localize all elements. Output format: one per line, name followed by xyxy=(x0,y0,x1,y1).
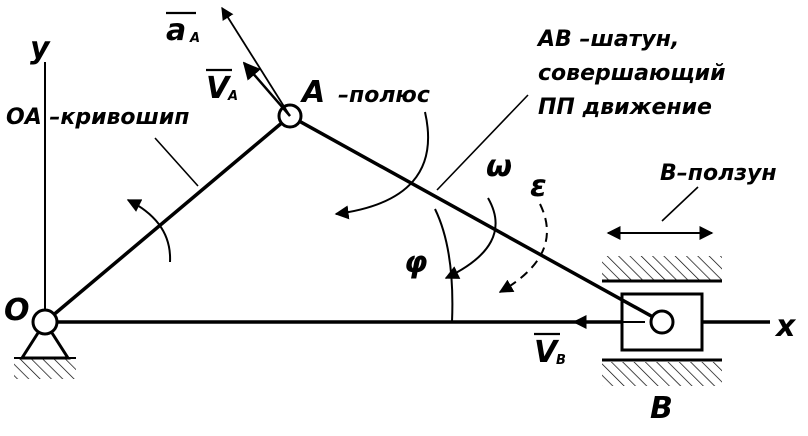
rod-leader xyxy=(436,94,529,191)
vel-a-arrow xyxy=(242,61,291,117)
connecting-rod-ab xyxy=(289,114,663,324)
point-a-note: –полюс xyxy=(338,83,430,108)
point-b-label: B xyxy=(650,391,673,426)
vel-b-symbol: V xyxy=(534,335,560,370)
point-a-label: A xyxy=(300,75,325,110)
phi-angle-arc xyxy=(434,208,454,323)
crank-leader xyxy=(154,137,199,187)
joint-o xyxy=(31,308,59,336)
pole-rotation-arrow xyxy=(334,111,430,220)
accel-a-subscript: A xyxy=(189,31,200,46)
vel-a-label: V A xyxy=(206,68,238,106)
rod-label-line2: совершающий xyxy=(538,61,726,86)
omega-arrow xyxy=(444,197,497,279)
y-axis-label: y xyxy=(30,31,51,66)
rod-label-line1: AB –шатун, xyxy=(536,27,679,52)
accel-a-label: a A xyxy=(166,11,200,48)
epsilon-label: ε xyxy=(530,169,547,204)
joint-b xyxy=(649,309,675,335)
vel-a-subscript: A xyxy=(227,89,238,104)
crank-label: OA –кривошип xyxy=(6,105,190,130)
rod-label-line3: ПП движение xyxy=(538,95,712,120)
origin-label: O xyxy=(4,293,30,328)
epsilon-arrow xyxy=(498,203,548,293)
crank-oa xyxy=(43,114,292,324)
fixed-support xyxy=(14,319,76,379)
x-axis-label: x xyxy=(774,309,797,344)
vel-b-subscript: B xyxy=(556,353,566,368)
slider-guides xyxy=(602,256,722,386)
phi-label: φ xyxy=(404,245,427,280)
slider-label: B–ползун xyxy=(660,161,777,186)
vel-b-label: V B xyxy=(534,332,566,370)
crank-rotation-arrow xyxy=(126,199,172,263)
omega-label: ω xyxy=(486,149,512,184)
accel-a-symbol: a xyxy=(166,13,186,48)
slider-leader xyxy=(661,186,699,222)
vel-a-symbol: V xyxy=(206,71,232,106)
